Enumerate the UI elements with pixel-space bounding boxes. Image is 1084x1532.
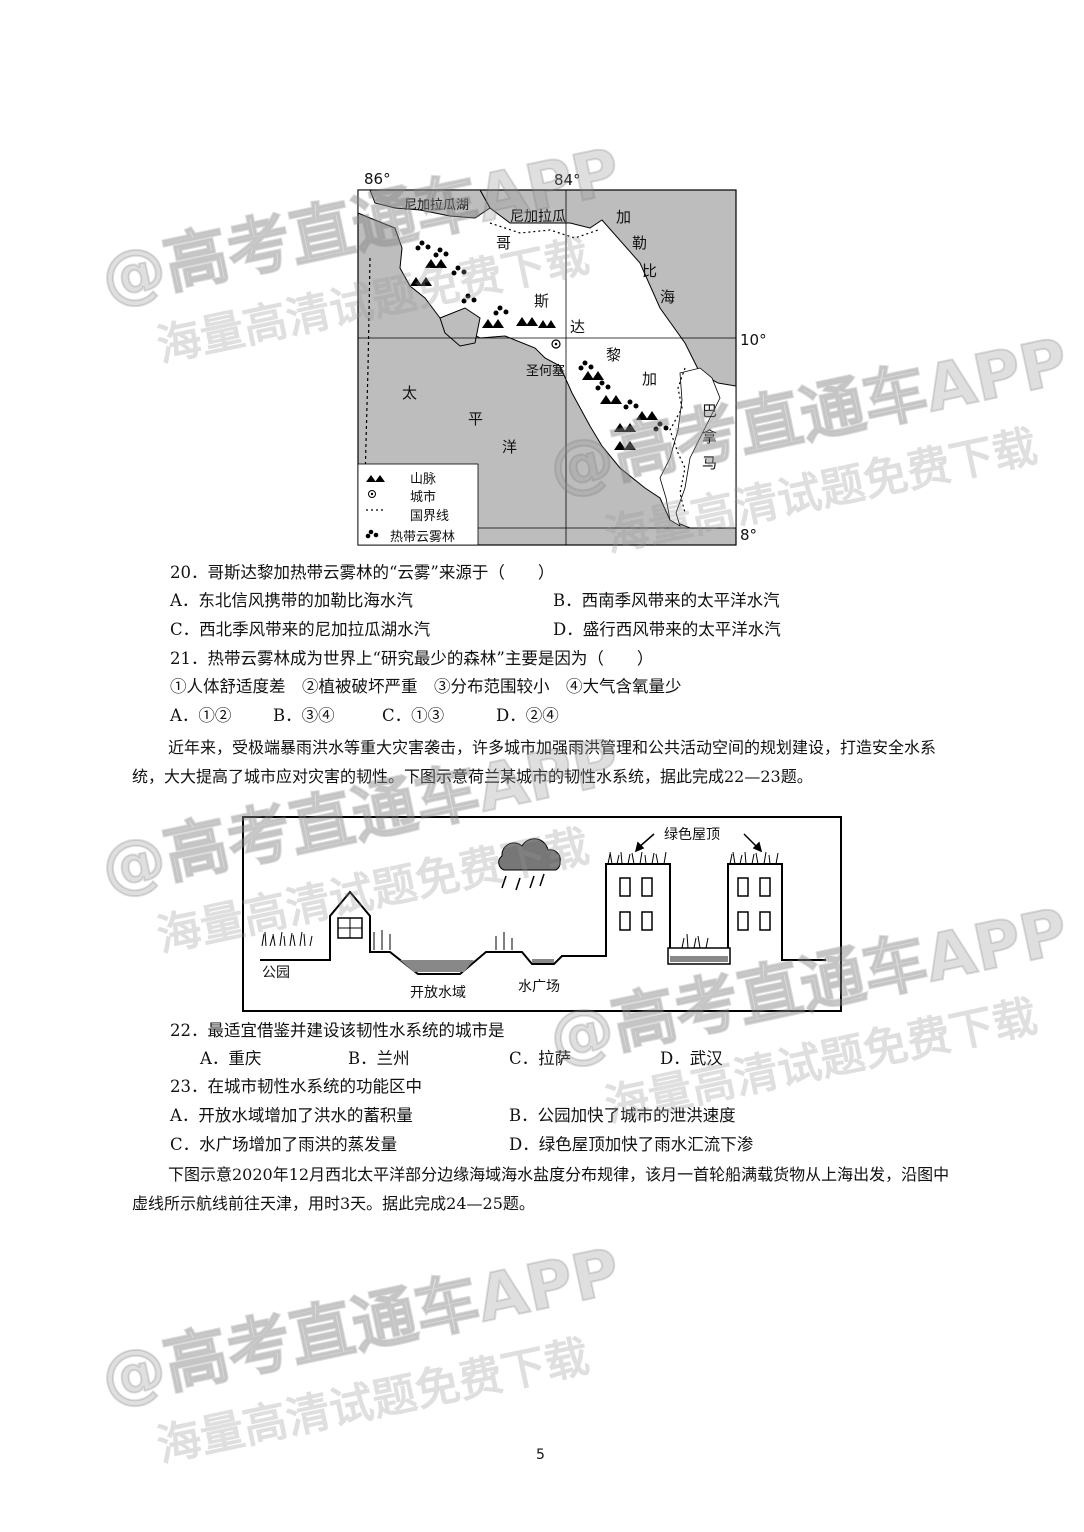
legend-cloud-forest: 热带云雾林: [390, 530, 456, 545]
q21-option-b: B．③④: [273, 706, 335, 725]
mountain-symbols: [410, 259, 658, 450]
cloud-forest-symbols: [415, 240, 669, 432]
q21-option-d: D．②④: [496, 706, 559, 725]
city-label: 圣何塞: [526, 364, 566, 379]
costa-rica-char-4: 黎: [606, 346, 622, 364]
costa-rica-char-1: 哥: [496, 234, 512, 252]
lon-right-label: 84°: [554, 171, 581, 189]
legend-border: 国界线: [410, 509, 450, 524]
lat-mid-label: 10°: [740, 331, 767, 349]
sea-char-3: 比: [642, 262, 658, 280]
q20-option-b: B．西南季风带来的太平洋水汽: [553, 591, 780, 610]
q20-option-a: A．东北信风携带的加勒比海水汽: [170, 591, 413, 610]
q22-option-d: D．武汉: [660, 1049, 723, 1068]
watermark-5: @高考直通车APP 海量高清试题免费下载: [92, 1220, 640, 1482]
costa-rica-char-2: 斯: [534, 292, 550, 310]
q21-items: ①人体舒适度差 ②植被破坏严重 ③分布范围较小 ④大气含氧量少: [170, 677, 682, 696]
q23-stem: 23．在城市韧性水系统的功能区中: [170, 1077, 422, 1096]
ocean-char-2: 平: [468, 410, 484, 428]
intro-24-25: 下图示意2020年12月西北太平洋部分边缘海域海水盐度分布规律，该月一首轮船满载…: [132, 1165, 950, 1213]
lat-bottom-label: 8°: [740, 526, 758, 544]
legend-mountain: 山脉: [410, 472, 437, 487]
q21-option-a: A．①②: [170, 706, 232, 725]
panama-char-2: 拿: [702, 428, 718, 446]
q23-option-d: D．绿色屋顶加快了雨水汇流下渗: [509, 1135, 754, 1154]
q22-stem: 22．最适宜借鉴并建设该韧性水系统的城市是: [170, 1021, 505, 1040]
q20-option-c: C．西北季风带来的尼加拉瓜湖水汽: [170, 620, 431, 639]
sea-char-2: 勒: [632, 234, 648, 252]
watermark-5-line2: 海量高清试题免费下载: [152, 1330, 594, 1473]
nicaragua-label: 尼加拉瓜: [510, 209, 566, 225]
sea-char-4: 海: [660, 288, 676, 306]
watermark-5-line1: @高考直通车APP: [94, 1234, 627, 1418]
panama-char-3: 马: [702, 454, 718, 472]
q20-stem: 20．哥斯达黎加热带云雾林的“云雾”来源于（ ）: [170, 563, 555, 582]
q20-option-d: D．盛行西风带来的太平洋水汽: [553, 620, 781, 639]
intro-22-23: 近年来，受极端暴雨洪水等重大灾害袭击，许多城市加强雨洪管理和公共活动空间的规划建…: [132, 738, 937, 786]
map-graphic: [357, 189, 737, 546]
costa-rica-char-3: 达: [570, 318, 586, 336]
sea-char-1: 加: [616, 208, 632, 226]
ocean-char-1: 太: [402, 384, 418, 402]
panama-char-1: 巴: [702, 402, 718, 420]
q22-option-a: A．重庆: [200, 1049, 262, 1068]
water-square-label: 水广场: [518, 979, 560, 995]
q23-option-b: B．公园加快了城市的泄洪速度: [509, 1106, 736, 1125]
q23-option-c: C．水广场增加了雨洪的蒸发量: [170, 1135, 398, 1154]
open-water-label: 开放水域: [410, 985, 466, 1001]
page-number: 5: [536, 1447, 545, 1463]
q22-option-c: C．拉萨: [509, 1049, 572, 1068]
q23-option-a: A．开放水域增加了洪水的蓄积量: [170, 1106, 413, 1125]
ocean-char-3: 洋: [502, 438, 518, 456]
lon-left-label: 86°: [364, 170, 391, 188]
lake-label: 尼加拉瓜湖: [404, 198, 470, 213]
costa-rica-map: 86° 84° 10° 8° 尼加拉瓜湖 尼加拉瓜 加 勒 比 海 哥 斯 达 …: [340, 168, 780, 553]
q21-option-c: C．①③: [382, 706, 445, 725]
green-roof-label: 绿色屋顶: [664, 827, 720, 843]
legend-city: 城市: [410, 490, 437, 505]
costa-rica-char-5: 加: [642, 370, 658, 388]
diagram-graphic: [242, 816, 842, 1012]
park-label: 公园: [262, 965, 290, 981]
q22-option-b: B．兰州: [348, 1049, 410, 1068]
q21-stem: 21．热带云雾林成为世界上“研究最少的森林”主要是因为（ ）: [170, 649, 654, 668]
resilient-water-diagram: 绿色屋顶 公园 开放水域 水广场: [242, 816, 844, 1014]
